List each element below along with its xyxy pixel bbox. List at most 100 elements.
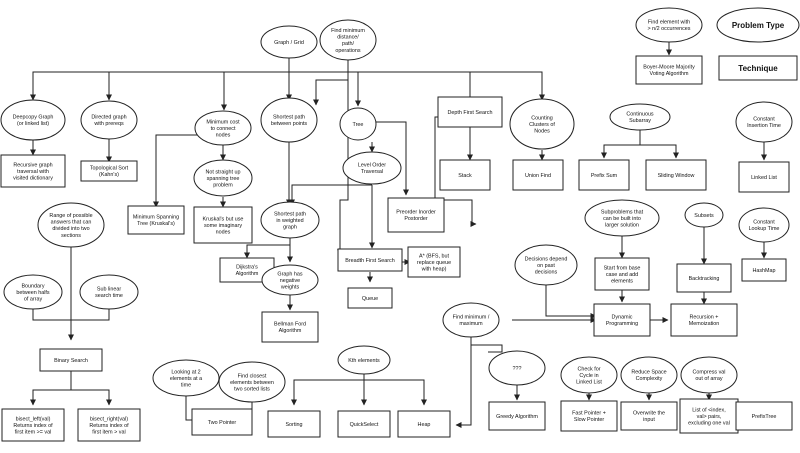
node-label: Stack [458,173,472,179]
problem-kth-elements: Kth elements [337,345,391,375]
problem-ellipse [560,356,618,394]
node-label: List of <index,val> pairs,excluding one … [688,407,730,426]
problem-ellipse [218,361,286,403]
technique-box [738,161,790,193]
technique-box [0,154,66,188]
technique-box [676,263,732,293]
technique-box [39,348,103,372]
technique-fast-slow: Fast Pointer +Slow Pointer [560,400,618,432]
technique-box [670,303,738,337]
technique-greedy: Greedy Algorithm [488,401,546,431]
problem-ellipse [319,19,377,61]
technique-stack: Stack [439,159,491,191]
technique-box [387,197,445,233]
problem-ellipse [339,107,377,141]
problem-ellipse [152,359,220,397]
technique-dfs: Depth First Search [437,96,503,128]
technique-box [407,246,461,278]
technique-quickselect: QuickSelect [337,410,391,438]
technique-box [718,55,798,81]
problem-ellipse [337,345,391,375]
technique-bfs: Breadth First Search [337,248,403,272]
problem-ellipse [584,199,660,237]
node-label: HashMap [752,268,775,274]
problem-ellipse [79,274,139,310]
problem-ellipse [261,264,319,296]
problem-ellipse [37,202,105,248]
technique-prefix-tree: PrefixTree [735,401,793,431]
problem-ellipse [260,25,318,59]
node-label: Sliding Window [658,173,695,179]
problem-graph-grid: Graph / Grid [260,25,318,59]
technique-box [439,159,491,191]
technique-box [261,311,319,343]
problem-ellipse [514,244,578,286]
node-label: Greedy Algorithm [496,414,538,420]
node-label: Two Pointer [208,420,237,426]
node-label: PrefixTree [752,414,777,420]
problem-ellipse [609,103,671,131]
problem-qqq: ??? [488,350,546,386]
problem-ellipse [80,100,138,140]
technique-union-find: Union Find [512,159,564,191]
problem-ellipse [716,7,800,43]
technique-box [594,257,650,291]
node-label: Backtracking [689,276,720,282]
node-label: Heap [418,422,431,428]
node-label: Subsets [694,213,714,219]
problem-problem-type: Problem Type [716,7,800,43]
problem-subsets: Subsets [684,202,724,228]
technique-box [512,159,564,191]
technique-box [193,206,253,244]
technique-queue: Queue [347,287,393,309]
technique-box [397,410,451,438]
technique-box [645,159,707,191]
technique-box [219,257,275,283]
problem-ellipse [260,97,318,143]
problem-ellipse [684,202,724,228]
node-label: Topological Sort(Kahn's) [90,166,129,179]
node-label: Depth First Search [448,110,493,116]
problem-ellipse [509,98,575,150]
problem-ellipse [0,99,66,141]
technique-box [80,160,138,182]
technique-box [593,303,651,337]
node-label: Problem Type [732,21,785,30]
problem-ellipse [488,350,546,386]
problem-ellipse [260,201,320,239]
technique-box [347,287,393,309]
